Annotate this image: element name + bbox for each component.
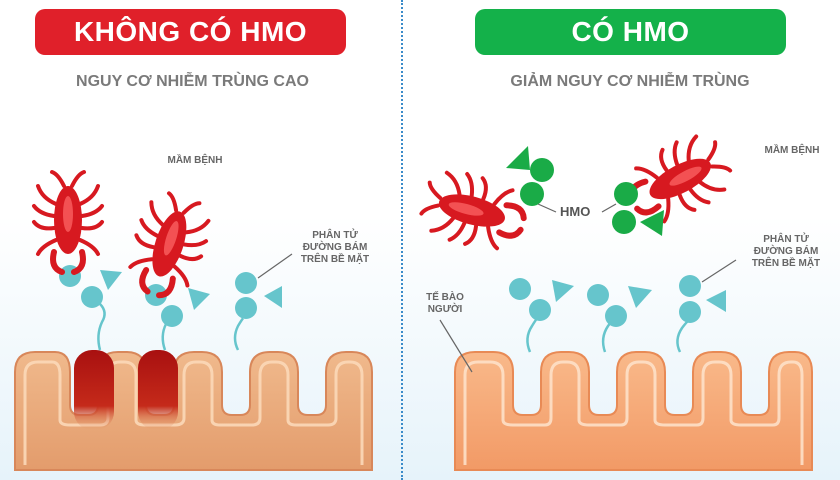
pathogen-label-left: MẦM BỆNH [167, 155, 223, 166]
infected-villus-1 [74, 350, 114, 430]
receptor-right-2 [587, 284, 652, 353]
title-badge-left: KHÔNG CÓ HMO [35, 9, 346, 55]
pathogen-right-2 [618, 126, 738, 233]
receptor-left-2 [145, 284, 210, 351]
tissue-left [14, 351, 373, 471]
receptor-label-left-line-3: TRÊN BỀ MẶT [300, 254, 370, 265]
receptor-label-left-line-2: ĐƯỜNG BÁM [302, 242, 368, 253]
pathogen-left-2 [121, 188, 217, 304]
subtitle-left: NGUY CƠ NHIỄM TRÙNG CAO [76, 73, 309, 90]
pathogen-left-1 [34, 172, 102, 272]
receptor-left-3 [233, 272, 282, 351]
receptor-right-1 [509, 278, 574, 353]
receptor-label-right: PHÂN TỬ ĐƯỜNG BÁM TRÊN BỀ MẶT [734, 234, 838, 270]
receptor-label-right-line-2: ĐƯỜNG BÁM [753, 246, 819, 257]
infected-villus-2 [138, 350, 178, 430]
hmo-molecule-1 [506, 146, 554, 206]
pathogen-label-right: MẦM BỆNH [764, 145, 820, 156]
receptor-right-3 [676, 275, 726, 353]
receptor-label-right-line-3: TRÊN BỀ MẶT [751, 258, 821, 269]
pathogen-right-1 [417, 165, 531, 257]
cell-label-line-1: TẾ BÀO [426, 292, 464, 303]
subtitle-right: GIẢM NGUY CƠ NHIỄM TRÙNG [510, 73, 750, 90]
receptor-label-left-line-1: PHÂN TỬ [312, 230, 358, 241]
title-badge-right: CÓ HMO [475, 9, 786, 55]
tissue-right [454, 351, 813, 471]
hmo-label: HMO [560, 204, 591, 219]
hmo-molecule-2 [612, 182, 664, 236]
receptor-left-1 [59, 265, 122, 351]
divider-line [401, 0, 403, 480]
receptor-label-left: PHÂN TỬ ĐƯỜNG BÁM TRÊN BỀ MẶT [285, 230, 385, 266]
cell-label: TẾ BÀO NGƯỜI [410, 292, 480, 316]
cell-label-line-2: NGƯỜI [427, 304, 463, 315]
receptor-label-right-line-1: PHÂN TỬ [763, 234, 809, 245]
